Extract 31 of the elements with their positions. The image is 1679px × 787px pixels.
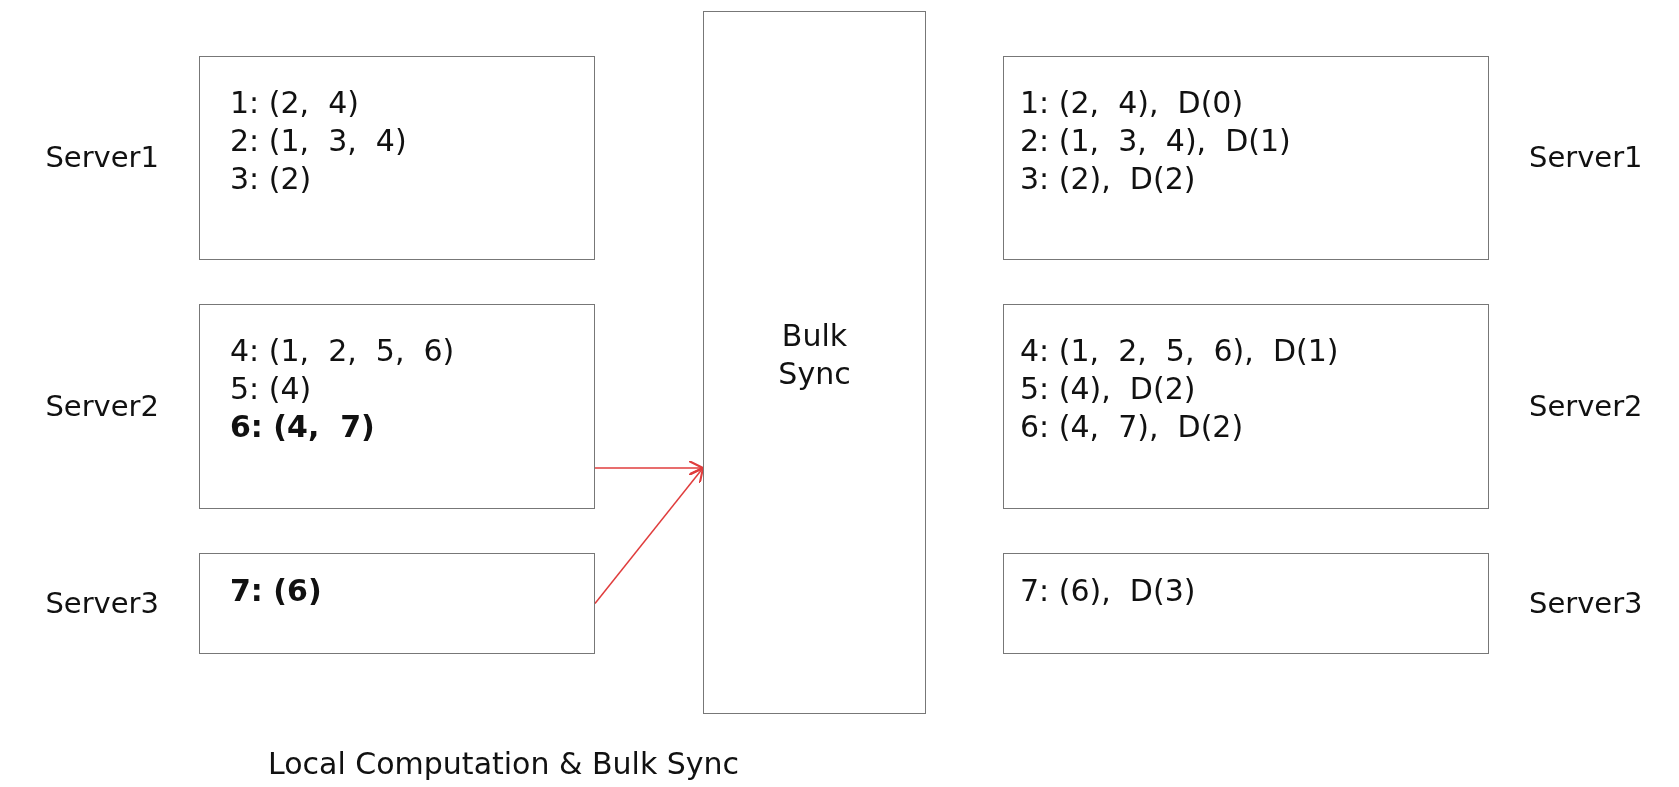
server-label: Server3	[1529, 585, 1643, 620]
node-text: 1: (2, 4), D(0)	[1020, 84, 1245, 122]
node-text: 6: (4, 7), D(2)	[1020, 408, 1245, 446]
node-text: 5: (4)	[230, 370, 313, 408]
server-data-box	[199, 56, 595, 260]
server-label: Server1	[45, 140, 159, 174]
node-text: 5: (4), D(2)	[1020, 370, 1197, 408]
server-label: Server1	[1529, 140, 1643, 174]
node-text: 6: (4, 7)	[230, 408, 376, 446]
server-data-box	[199, 304, 595, 509]
server-data-box	[1003, 304, 1489, 509]
node-text: 7: (6)	[230, 572, 323, 610]
node-text: 7: (6), D(3)	[1020, 572, 1197, 610]
node-text: 3: (2), D(2)	[1020, 160, 1197, 198]
node-text: 3: (2)	[230, 160, 313, 198]
node-text: 1: (2, 4)	[230, 84, 360, 122]
server-label: Server2	[1529, 388, 1643, 423]
arrow	[594, 466, 705, 605]
server-data-box	[199, 553, 595, 654]
node-text: 4: (1, 2, 5, 6), D(1)	[1020, 332, 1340, 370]
node-text: Bulk Sync	[777, 317, 852, 393]
node-text: 4: (1, 2, 5, 6)	[230, 332, 456, 370]
server-label: Server2	[45, 388, 159, 423]
server-label: Server3	[45, 585, 159, 620]
node-text: 2: (1, 3, 4)	[230, 122, 408, 160]
node-text: 2: (1, 3, 4), D(1)	[1020, 122, 1292, 160]
sync-box	[703, 11, 926, 714]
caption: Local Computation & Bulk Sync	[268, 746, 740, 781]
arrow	[594, 459, 705, 477]
server-data-box	[1003, 553, 1489, 654]
server-data-box	[1003, 56, 1489, 260]
